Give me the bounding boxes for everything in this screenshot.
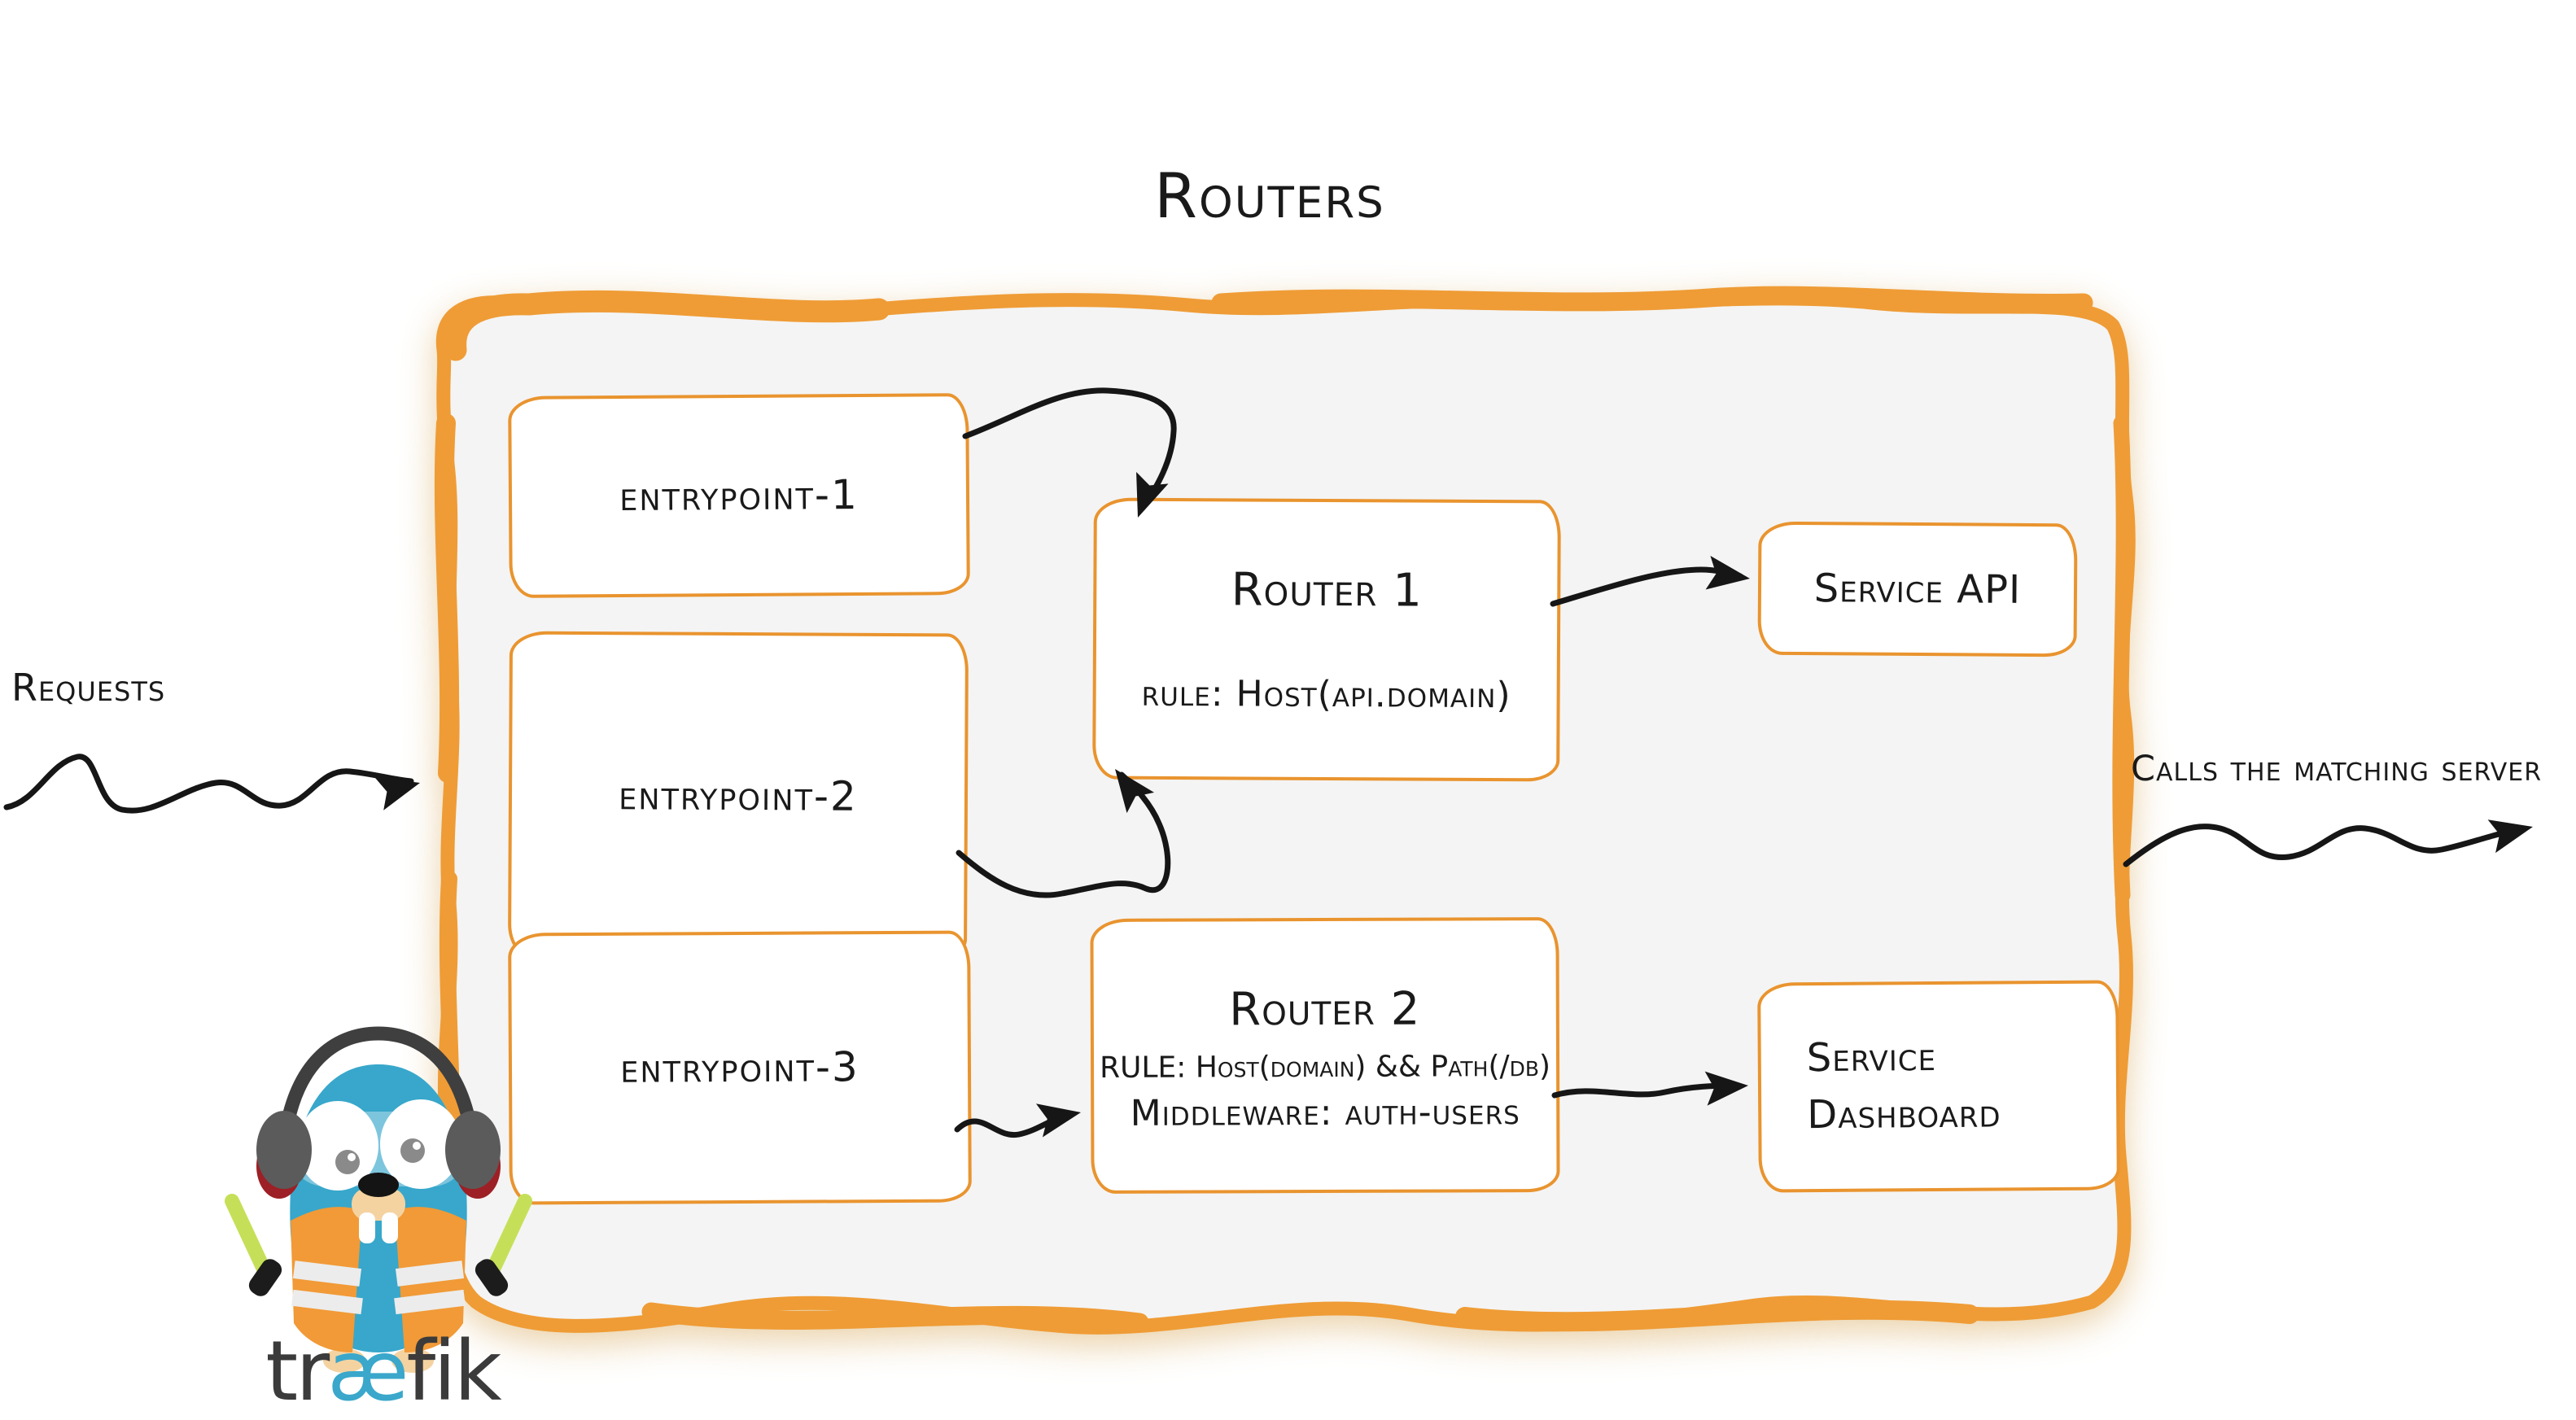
router-1-box: Router 1 rule: Host(api.domain) — [1092, 497, 1561, 782]
left-eye — [297, 1101, 378, 1191]
calls-label: Calls the matching server — [2131, 749, 2543, 789]
right-baton — [483, 1194, 532, 1282]
service-dashboard-line2: Dashboard — [1807, 1090, 2001, 1138]
router-1-rule: rule: Host(api.domain) — [1141, 672, 1511, 717]
right-foot — [391, 1348, 434, 1373]
traefik-gopher-logo — [225, 1026, 532, 1373]
right-tooth — [382, 1212, 398, 1243]
entrypoint-1-box: entrypoint-1 — [508, 393, 970, 598]
service-dashboard-label: Service Dashboard — [1807, 1029, 2001, 1144]
requests-label: Requests — [11, 666, 166, 710]
router-2-middleware: Middleware: auth-users — [1130, 1090, 1520, 1134]
right-glove — [475, 1259, 509, 1296]
wordmark-part3: fik — [406, 1323, 501, 1420]
entrypoint-3-label: entrypoint-3 — [620, 1043, 859, 1092]
entrypoint-1-label: entrypoint-1 — [619, 470, 859, 521]
left-tooth — [359, 1212, 375, 1243]
left-pupil-glint — [348, 1153, 356, 1161]
service-dashboard-box: Service Dashboard — [1757, 980, 2120, 1193]
muzzle — [352, 1188, 405, 1221]
left-earcup — [256, 1111, 312, 1199]
right-pupil-glint — [413, 1142, 421, 1150]
diagram-title: Routers — [1154, 159, 1385, 232]
left-pupil — [335, 1150, 360, 1174]
left-baton — [225, 1194, 273, 1282]
wordmark-ae: æ — [327, 1323, 409, 1420]
headphone-band — [278, 1026, 479, 1139]
service-api-box: Service API — [1757, 521, 2078, 658]
traefik-wordmark: træfik — [220, 1323, 545, 1420]
vest-reflective-stripes — [291, 1261, 466, 1315]
right-pupil — [400, 1138, 425, 1163]
router-2-title: Router 2 — [1229, 982, 1421, 1036]
entrypoint-3-box: entrypoint-3 — [508, 930, 972, 1205]
router-2-box: Router 2 RULE: Host(domain) && Path(/db)… — [1090, 916, 1560, 1195]
entrypoint-2-label: entrypoint-2 — [619, 771, 858, 820]
router-1-title: Router 1 — [1231, 563, 1424, 618]
right-earcup — [445, 1111, 501, 1199]
router-2-rule: RULE: Host(domain) && Path(/db) — [1099, 1049, 1551, 1085]
requests-arrow — [3, 754, 420, 814]
left-glove — [248, 1259, 282, 1296]
left-foot — [323, 1348, 365, 1373]
wordmark-part1: tr — [265, 1323, 330, 1420]
service-dashboard-line1: Service — [1806, 1034, 1937, 1081]
entrypoint-2-box: entrypoint-2 — [507, 631, 969, 961]
nose — [358, 1173, 399, 1197]
container-brush-accents — [434, 286, 2132, 1332]
service-api-label: Service API — [1813, 566, 2022, 613]
